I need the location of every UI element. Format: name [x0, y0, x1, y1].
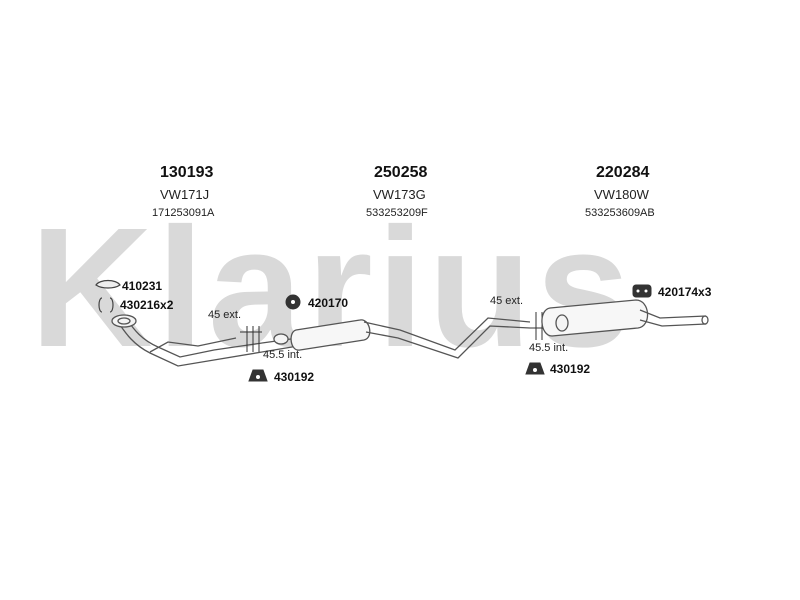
rubber-rear-label: 420174x3	[658, 285, 712, 299]
hanger-front-label: 430192	[274, 370, 315, 384]
clamp-icon	[98, 297, 114, 313]
front-joint-marks	[240, 326, 262, 352]
middle-silencer	[261, 317, 531, 359]
oem-rear: 533253609AB	[585, 207, 655, 219]
part-number-rear: 220284	[596, 164, 650, 181]
front-ext-dimension: 45 ext.	[208, 309, 242, 321]
mount-front-label: 420170	[308, 296, 349, 310]
oem-middle: 533253209F	[366, 207, 428, 219]
hanger-front-icon	[248, 369, 268, 382]
part-number-middle: 250258	[374, 164, 428, 181]
rear-ext-dimension: 45 ext.	[490, 295, 524, 307]
rear-int-dimension: 45.5 int.	[529, 342, 569, 354]
hanger-rear-icon	[525, 362, 545, 375]
front-pipe	[111, 314, 263, 367]
part-number-front: 130193	[160, 164, 214, 181]
clamp-label: 430216x2	[120, 298, 174, 312]
front-int-dimension: 45.5 int.	[263, 349, 303, 361]
model-middle: VW173G	[373, 187, 426, 202]
gasket-icon	[95, 279, 121, 289]
mount-icon	[285, 294, 301, 310]
hanger-rear-label: 430192	[550, 362, 591, 376]
oem-front: 171253091A	[152, 207, 215, 219]
model-front: VW171J	[160, 187, 210, 202]
model-rear: VW180W	[594, 187, 649, 202]
rear-silencer	[541, 299, 709, 337]
rubber-ring-icon	[632, 284, 652, 298]
gasket-label: 410231	[122, 279, 163, 293]
